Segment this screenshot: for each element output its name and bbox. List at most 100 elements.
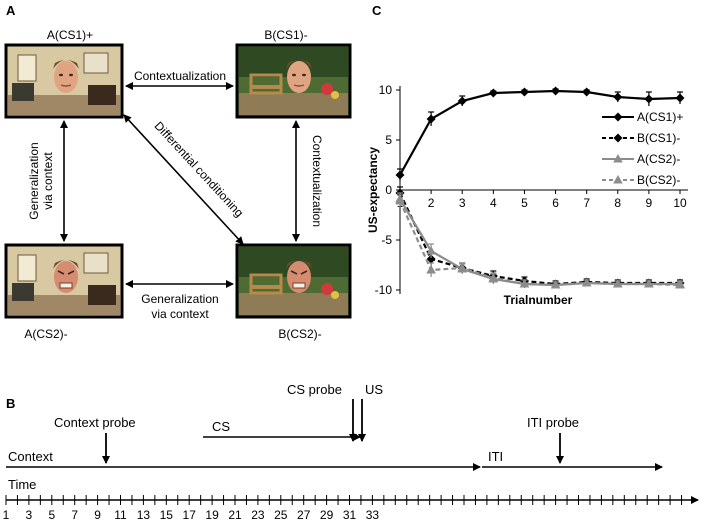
data-point: [613, 92, 623, 102]
chart-x-tick-label: 3: [459, 196, 466, 210]
label-b-cs2: B(CS2)-: [278, 327, 321, 341]
legend-label: B(CS2)-: [637, 173, 680, 187]
chart-x-tick-label: 9: [646, 196, 653, 210]
series-line: [399, 89, 681, 176]
chart-xlabel: Trialnumber: [504, 293, 573, 307]
label-cs: CS: [212, 419, 230, 434]
data-point: [519, 279, 530, 288]
panel-c: C US-expectancy Trialnumber -10-50510123…: [366, 3, 688, 307]
legend-marker: [613, 133, 623, 143]
data-point: [457, 96, 467, 106]
label-iti: ITI: [488, 449, 503, 464]
series-line: [399, 192, 680, 286]
time-tick-label: 17: [183, 508, 197, 522]
data-point: [644, 94, 654, 104]
series-line: [399, 198, 680, 287]
legend-marker: [613, 112, 623, 122]
data-point: [488, 88, 498, 98]
time-tick-label: 9: [94, 508, 101, 522]
label-differential-conditioning: Differential conditioning: [152, 119, 247, 220]
data-point: [426, 114, 436, 124]
label-us: US: [365, 382, 383, 397]
chart-x-tick-label: 8: [614, 196, 621, 210]
panel-b-letter: B: [6, 396, 15, 411]
chart-y-tick-label: 5: [385, 133, 392, 147]
legend-marker: [613, 175, 623, 184]
chart-x-tick-label: 4: [490, 196, 497, 210]
label-generalization-bottom-1: Generalization: [141, 292, 218, 306]
data-point: [551, 86, 561, 96]
legend-marker: [613, 154, 623, 163]
data-point: [675, 280, 685, 289]
panel-b: B Context probe CS CS probe US Context I…: [3, 382, 699, 522]
time-tick-label: 19: [205, 508, 219, 522]
chart-plot-area: -10-5051012345678910A(CS1)+B(CS1)-A(CS2)…: [375, 83, 688, 297]
legend-label: A(CS1)+: [637, 110, 683, 124]
panel-c-letter: C: [372, 3, 382, 18]
chart-y-tick-label: -10: [375, 283, 393, 297]
data-point: [581, 278, 592, 287]
time-tick-label: 27: [297, 508, 311, 522]
data-point: [644, 279, 654, 288]
data-point: [550, 280, 561, 289]
label-b-cs1: B(CS1)-: [264, 28, 307, 42]
data-point: [519, 87, 529, 97]
data-point: [457, 263, 468, 272]
label-generalization-left-1: Generalization: [27, 142, 41, 219]
chart-ylabel: US-expectancy: [366, 147, 380, 233]
time-tick-label: 1: [3, 508, 10, 522]
data-point: [426, 246, 436, 255]
label-iti-probe: ITI probe: [527, 415, 579, 430]
chart-x-tick-label: 5: [521, 196, 528, 210]
image-room-angry-face: [4, 243, 124, 319]
data-point: [612, 279, 623, 288]
time-tick-label: 29: [320, 508, 334, 522]
time-tick-label: 31: [343, 508, 357, 522]
panel-a: A A(CS1)+ B(CS1)- A(CS2)- B(CS2)-: [4, 3, 352, 341]
data-point: [582, 87, 592, 97]
data-point: [395, 170, 405, 180]
label-a-cs1: A(CS1)+: [47, 28, 93, 42]
image-garden-angry-face: [235, 243, 352, 319]
arrow-differential-conditioning: [123, 114, 244, 245]
chart-x-tick-label: 2: [428, 196, 435, 210]
chart-x-tick-label: 10: [673, 196, 687, 210]
image-garden-neutral-face: [235, 43, 352, 119]
label-contextualization-top: Contextualization: [134, 69, 226, 83]
data-point: [426, 254, 436, 264]
label-context: Context: [8, 449, 53, 464]
series-line: [398, 200, 681, 287]
time-tick-label: 25: [274, 508, 288, 522]
data-point: [488, 273, 499, 282]
data-point: [395, 196, 405, 205]
label-a-cs2: A(CS2)-: [24, 327, 67, 341]
chart-y-tick-label: 0: [385, 183, 392, 197]
time-tick-label: 13: [137, 508, 151, 522]
data-point: [426, 265, 436, 274]
time-tick-label: 33: [366, 508, 380, 522]
legend-label: A(CS2)-: [637, 152, 680, 166]
label-time: Time: [8, 477, 36, 492]
image-room-neutral-face: [4, 43, 124, 119]
label-cs-probe: CS probe: [287, 382, 342, 397]
data-point: [675, 93, 685, 103]
panel-a-letter: A: [6, 3, 16, 18]
time-tick-label: 7: [71, 508, 78, 522]
label-contextualization-right: Contextualization: [310, 135, 324, 227]
time-tick-label: 21: [228, 508, 242, 522]
time-tick-label: 5: [48, 508, 55, 522]
label-generalization-bottom-2: via context: [151, 307, 209, 321]
chart-y-tick-label: -5: [381, 233, 392, 247]
time-tick-label: 15: [160, 508, 174, 522]
chart-y-tick-label: 10: [379, 83, 393, 97]
label-generalization-left-2: via context: [41, 152, 55, 210]
time-tick-label: 3: [26, 508, 33, 522]
time-tick-label: 23: [251, 508, 265, 522]
time-tick-label: 11: [114, 508, 127, 522]
chart-x-tick-label: 7: [583, 196, 590, 210]
label-context-probe: Context probe: [54, 415, 136, 430]
legend-label: B(CS1)-: [637, 131, 680, 145]
chart-x-tick-label: 6: [552, 196, 559, 210]
